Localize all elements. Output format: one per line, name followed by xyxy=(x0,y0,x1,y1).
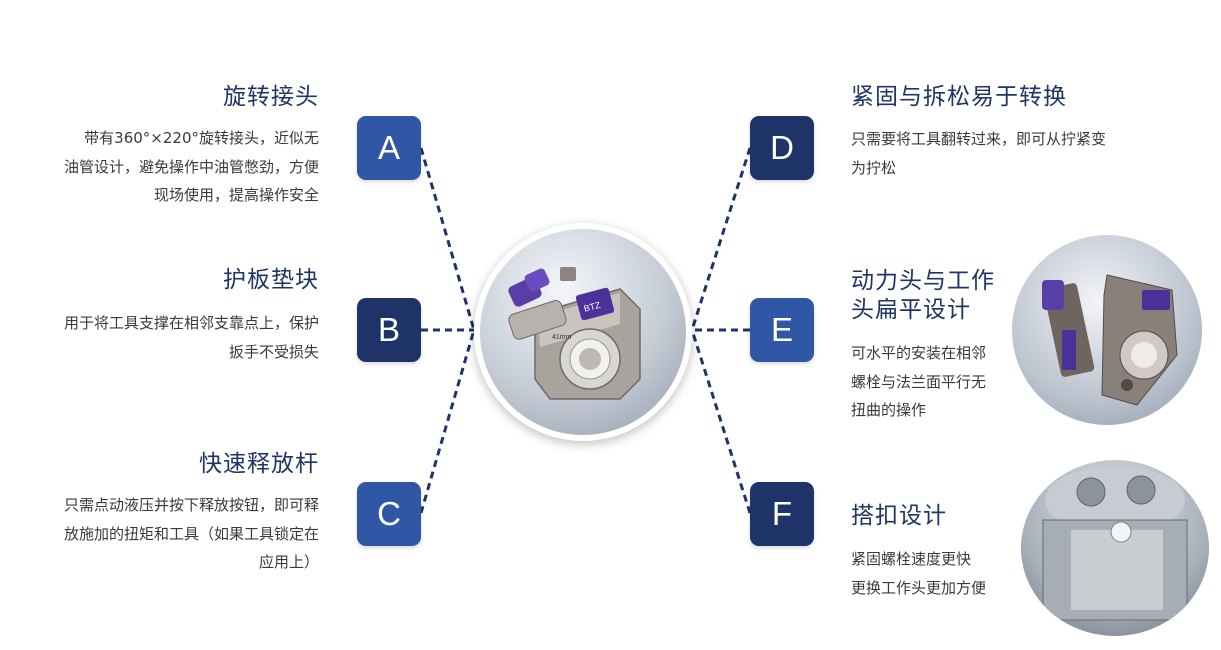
product-image: BTZ 41mm xyxy=(480,229,686,435)
buckle-design-product-image xyxy=(1021,460,1209,636)
feature-e-title: 动力头与工作 头扁平设计 xyxy=(851,268,995,323)
feature-a-desc: 带有360°×220°旋转接头，近似无 油管设计，避免操作中油管憋劲，方便 现场… xyxy=(63,129,319,204)
connector-a xyxy=(419,147,476,331)
feature-b-title: 护板垫块 xyxy=(223,267,319,293)
connector-c xyxy=(419,329,476,514)
center-product-disc: BTZ 41mm xyxy=(474,223,692,441)
badge-b: B xyxy=(357,298,421,362)
feature-c-desc: 只需点动液压并按下释放按钮，即可释 放施加的扭矩和工具（如果工具锁定在 应用上） xyxy=(63,496,319,571)
brand-mark: BTZ xyxy=(583,300,602,314)
feature-f-desc: 紧固螺栓速度更快 更换工作头更加方便 xyxy=(851,550,987,597)
feature-e-desc: 可水平的安装在相邻 螺栓与法兰面平行无 扭曲的操作 xyxy=(851,344,987,419)
badge-a: A xyxy=(357,116,421,180)
connector-f xyxy=(690,329,752,514)
feature-c-title: 快速释放杆 xyxy=(199,451,319,477)
feature-f-title: 搭扣设计 xyxy=(851,503,947,529)
hydraulic-wrench-illustration: BTZ 41mm xyxy=(508,267,641,400)
flat-design-product-image xyxy=(1012,235,1202,425)
feature-d-desc: 只需要将工具翻转过来，即可从拧紧变 为拧松 xyxy=(851,130,1107,177)
feature-b-desc: 用于将工具支撑在相邻支靠点上，保护 扳手不受损失 xyxy=(63,314,319,361)
connector-d xyxy=(690,147,752,331)
badge-c: C xyxy=(357,482,421,546)
badge-f: F xyxy=(750,482,814,546)
badge-d: D xyxy=(750,116,814,180)
hex-size-label: 41mm xyxy=(552,334,572,341)
feature-d-title: 紧固与拆松易于转换 xyxy=(851,84,1067,110)
badge-e: E xyxy=(750,298,814,362)
feature-a-title: 旋转接头 xyxy=(223,84,319,110)
